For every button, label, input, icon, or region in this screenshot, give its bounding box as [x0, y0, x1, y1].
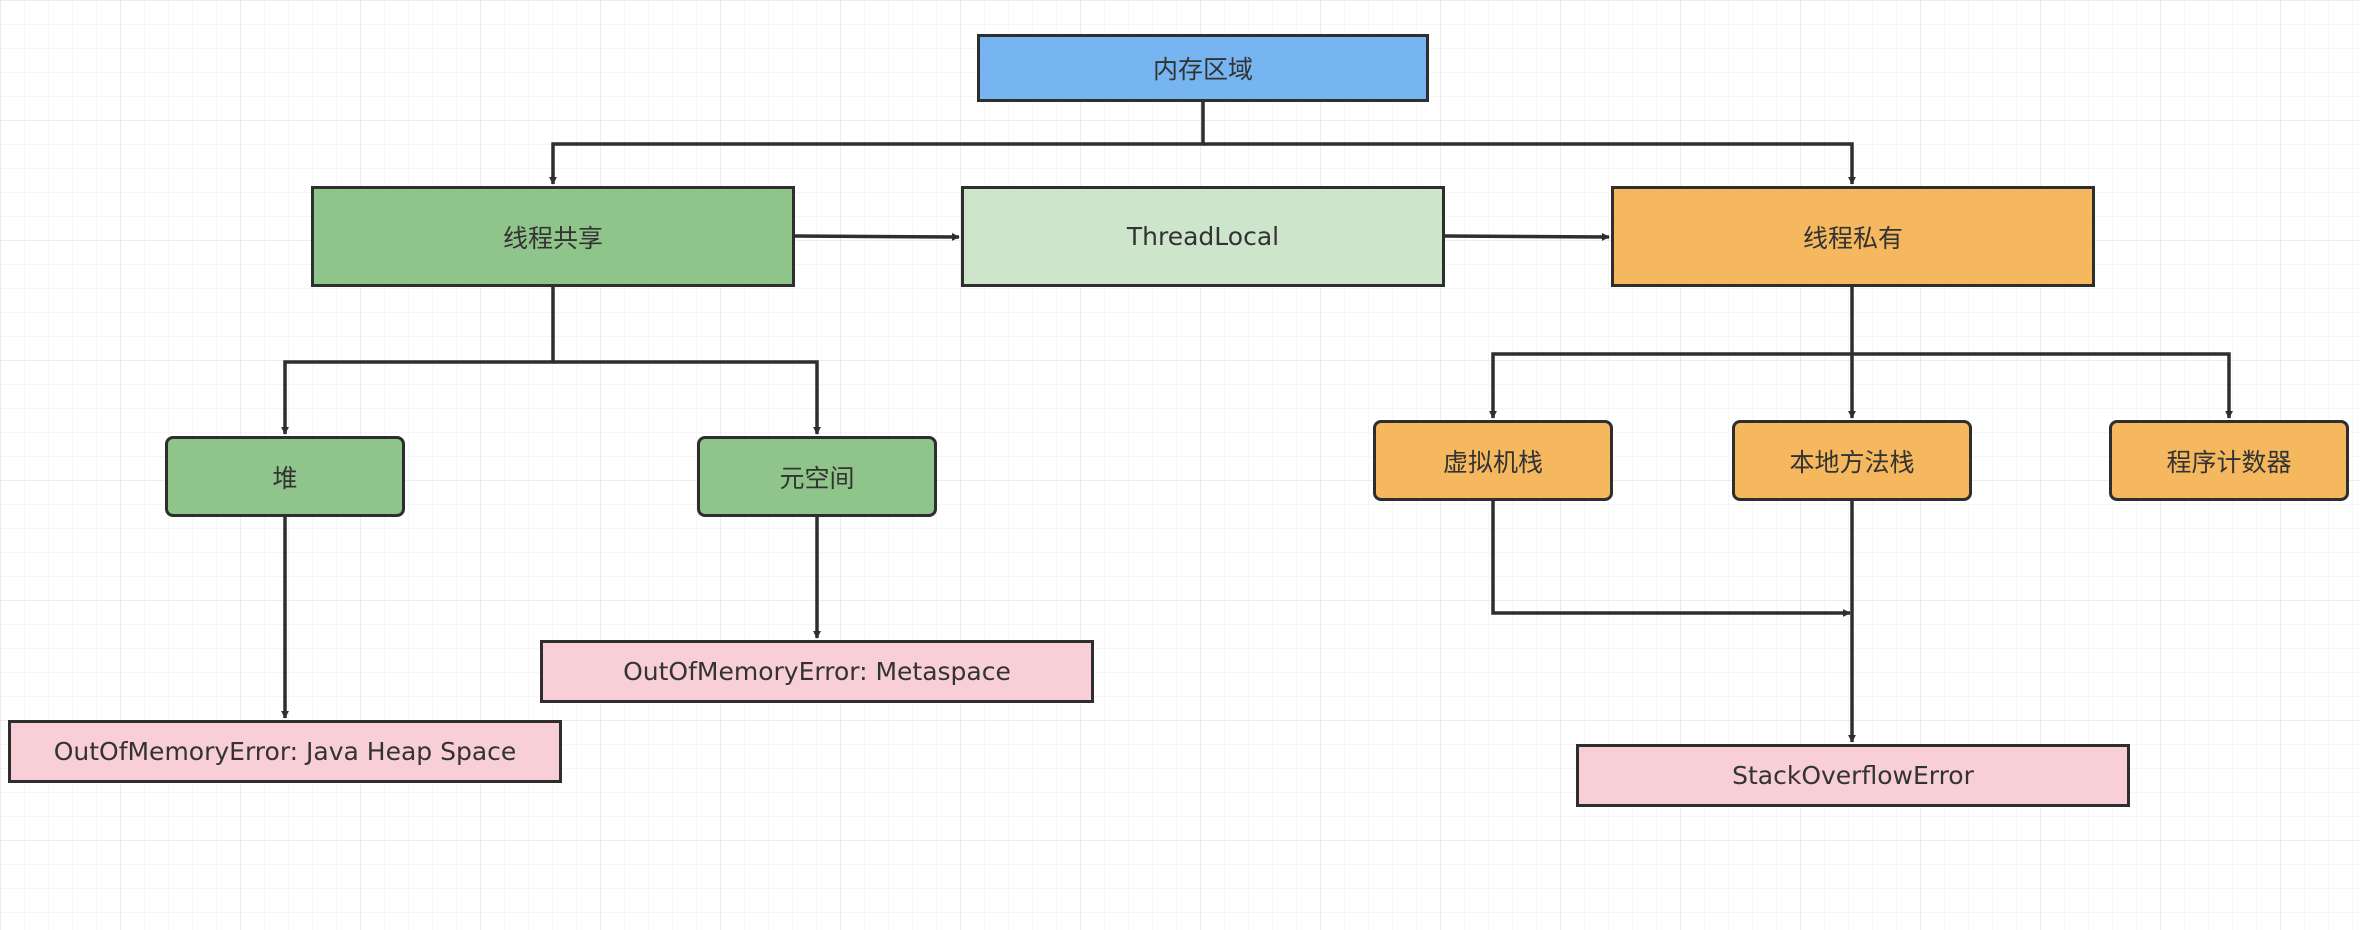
node-program-counter-label: 程序计数器: [2166, 447, 2292, 477]
node-native-method-stack-label: 本地方法栈: [1789, 447, 1915, 477]
node-thread-shared[interactable]: 线程共享: [311, 186, 795, 287]
edge-shared-to-metaspace: [553, 360, 821, 435]
node-native-method-stack[interactable]: 本地方法栈: [1732, 420, 1972, 501]
edge-private-to-vm-stack: [1489, 352, 1852, 419]
edge-root-to-shared: [549, 102, 1205, 185]
edge-shared-to-heap: [281, 287, 555, 435]
edge-private-to-pc-register: [1852, 352, 2233, 419]
node-heap-oom-error[interactable]: OutOfMemoryError: Java Heap Space: [8, 720, 562, 783]
node-metaspace-oom-error-label: OutOfMemoryError: Metaspace: [623, 657, 1011, 686]
edge-threadlocal-to-private: [1444, 232, 1610, 241]
node-threadlocal[interactable]: ThreadLocal: [961, 186, 1445, 287]
node-heap-oom-error-label: OutOfMemoryError: Java Heap Space: [53, 737, 517, 766]
node-metaspace[interactable]: 元空间: [697, 436, 937, 517]
node-vm-stack[interactable]: 虚拟机栈: [1373, 420, 1613, 501]
node-program-counter[interactable]: 程序计数器: [2109, 420, 2349, 501]
edge-root-to-private: [1203, 142, 1856, 185]
node-stack-overflow-error[interactable]: StackOverflowError: [1576, 744, 2130, 807]
node-vm-stack-label: 虚拟机栈: [1442, 447, 1543, 477]
node-metaspace-oom-error[interactable]: OutOfMemoryError: Metaspace: [540, 640, 1094, 703]
node-heap[interactable]: 堆: [165, 436, 405, 517]
node-memory-area[interactable]: 内存区域: [977, 34, 1429, 102]
node-thread-shared-label: 线程共享: [502, 223, 603, 253]
node-heap-label: 堆: [272, 463, 298, 493]
node-stack-overflow-error-label: StackOverflowError: [1732, 761, 1974, 790]
node-thread-private[interactable]: 线程私有: [1611, 186, 2095, 287]
edge-shared-to-threadlocal: [794, 232, 960, 241]
node-metaspace-label: 元空间: [779, 463, 855, 493]
node-memory-area-label: 内存区域: [1152, 55, 1253, 84]
node-threadlocal-label: ThreadLocal: [1126, 222, 1280, 251]
edge-vm-stack-to-stack-error: [1491, 501, 1851, 617]
node-thread-private-label: 线程私有: [1802, 223, 1903, 253]
